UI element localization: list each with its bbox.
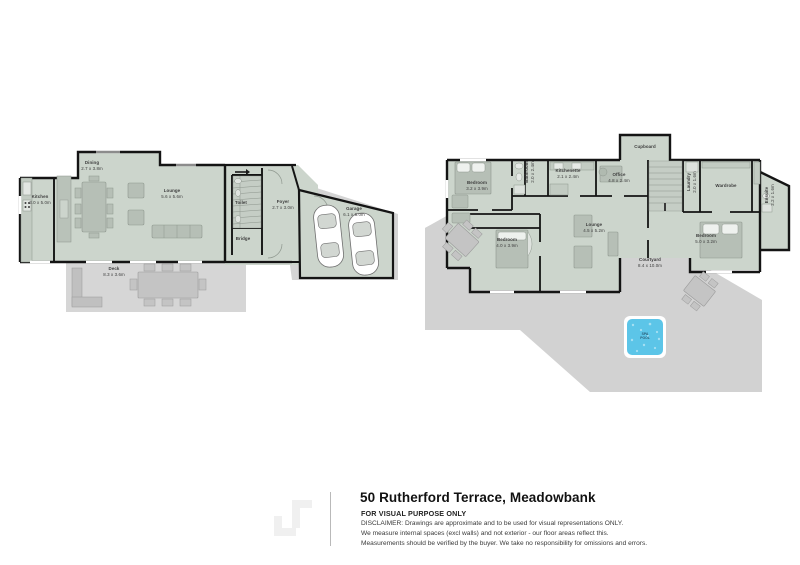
lower-floor-plan: [18, 150, 398, 312]
toilet-fixtures: [234, 178, 242, 223]
agency-logo-mark: [274, 500, 312, 536]
bedroom-1-furniture: [451, 161, 492, 224]
lower-window-frames: [96, 151, 196, 166]
lounge-2-furniture: [573, 214, 619, 269]
bedroom-2-furniture: [495, 229, 533, 269]
upper-doorways: [478, 176, 730, 256]
foyer-walls: [225, 163, 296, 264]
disclaimer-line-1: DISCLAIMER: Drawings are approximate and…: [361, 520, 624, 527]
visual-purpose-note: FOR VISUAL PURPOSE ONLY: [361, 509, 467, 518]
service-fixtures: [685, 161, 773, 213]
cupboard-fill: [620, 135, 670, 160]
garage-cars: [313, 204, 379, 276]
courtyard-furniture-west: [441, 219, 483, 262]
disclaimer-line-2: We measure internal spaces (excl walls) …: [361, 530, 609, 537]
dining-set: [74, 175, 114, 239]
kitchen-fixtures: [20, 175, 72, 263]
bedroom-3-furniture: [699, 221, 743, 259]
lounge-furniture: [127, 182, 203, 239]
property-title: 50 Rutherford Terrace, Meadowbank: [360, 490, 596, 505]
courtyard-furniture-east: [681, 271, 719, 312]
upper-staircase: [648, 160, 683, 212]
upper-floor-plan: [425, 133, 791, 392]
garage-walls: [297, 188, 395, 280]
footer-divider: [330, 492, 331, 546]
spa-pool: [624, 316, 666, 358]
upper-windows: [445, 158, 732, 294]
deck-furniture: [71, 263, 207, 308]
office-furniture: [598, 165, 623, 183]
bathroom-fixtures: [513, 162, 526, 195]
main-floor-fill: [20, 152, 225, 262]
disclaimer-line-3: Measurements should be verified by the b…: [361, 540, 648, 547]
kitchenette-fixtures: [549, 161, 595, 196]
foyer-garage-connector: [288, 165, 300, 263]
ensuite-wing-fill: [760, 170, 788, 250]
